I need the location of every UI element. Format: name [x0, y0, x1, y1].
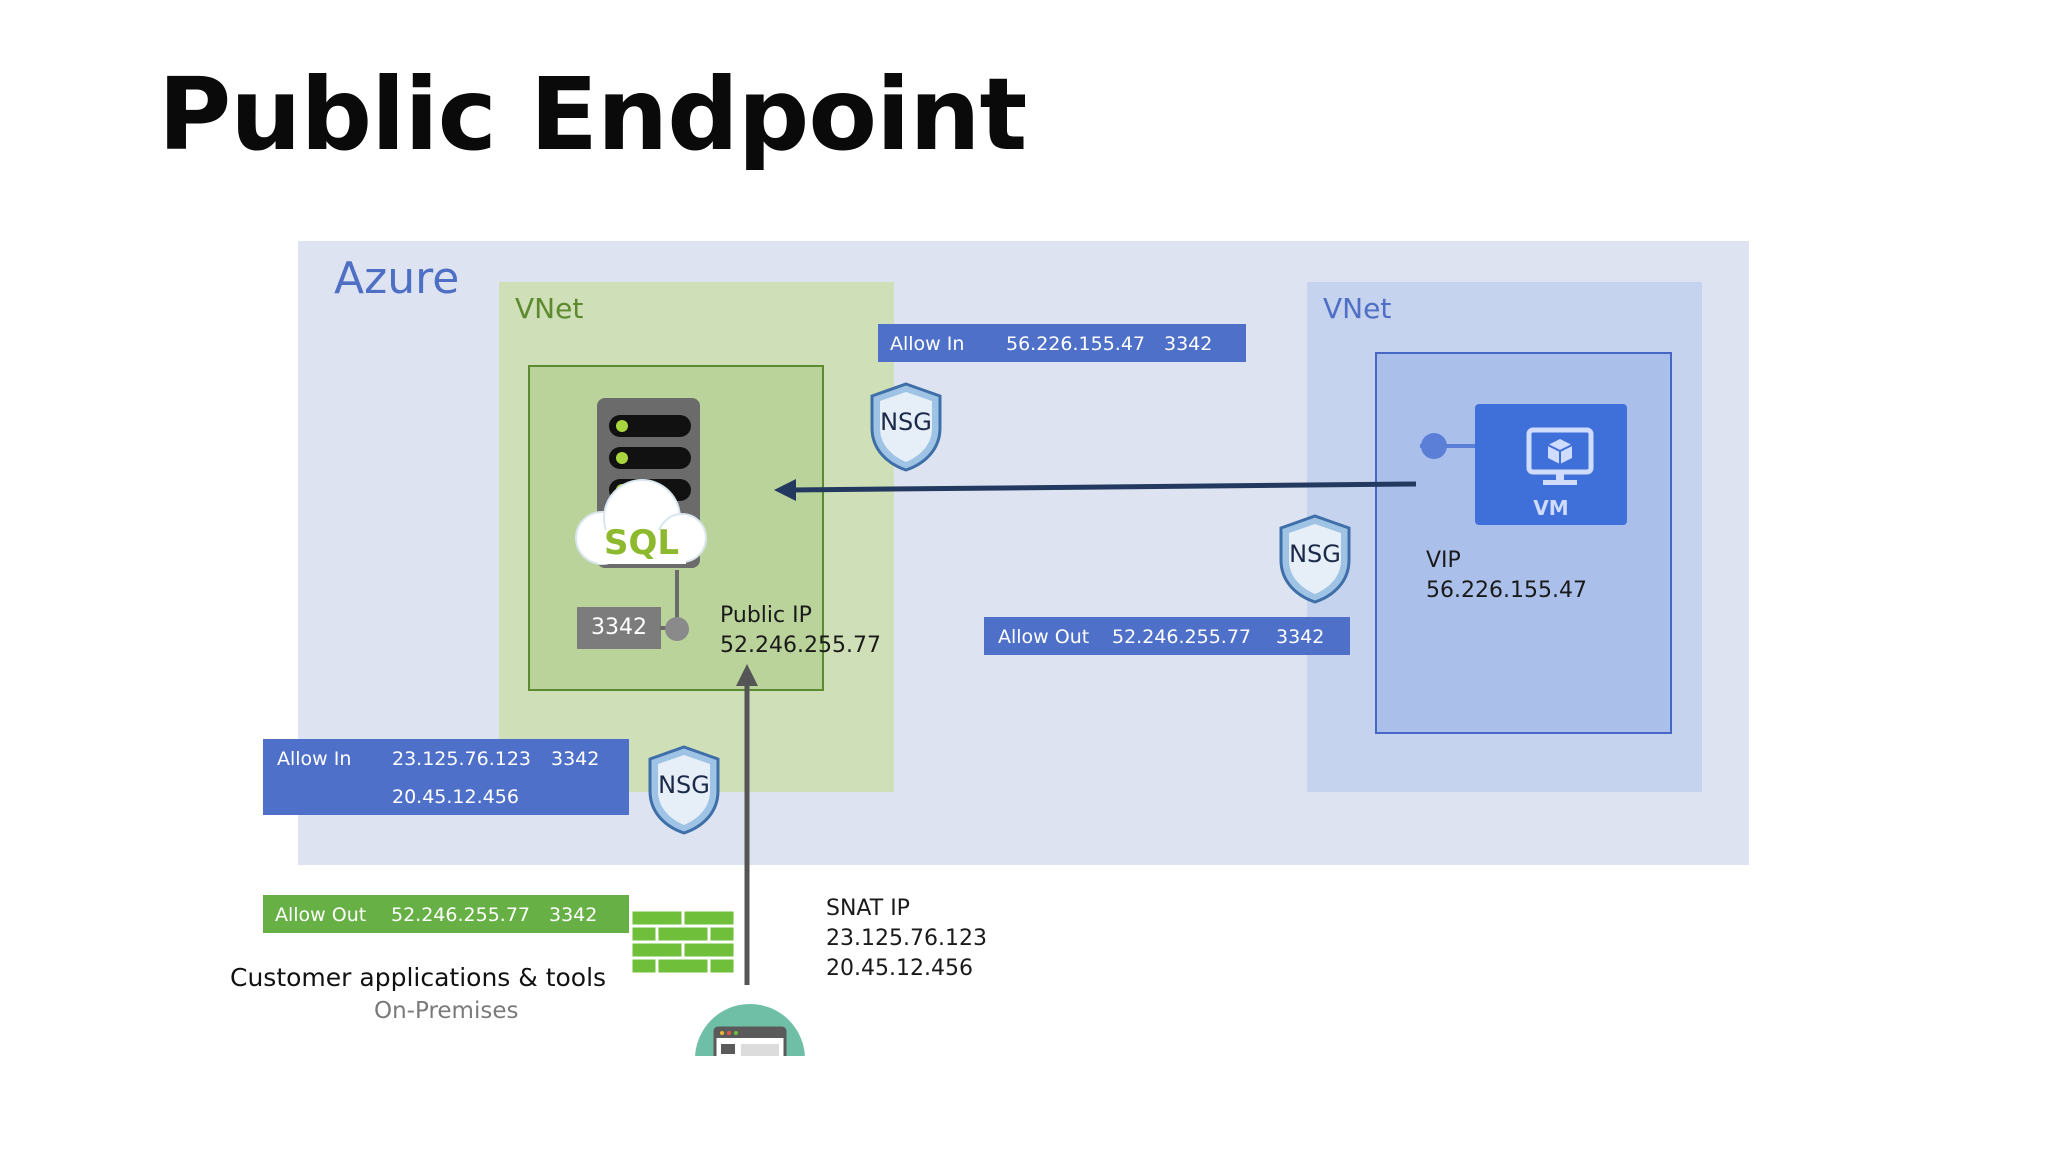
vnet-right-label: VNet: [1323, 292, 1392, 325]
rule-action: Allow Out: [998, 626, 1090, 648]
public-ip-label: Public IP: [720, 603, 812, 628]
rule-port: 3342: [551, 748, 600, 770]
nsg-label: NSG: [1289, 540, 1341, 568]
vm-label: VM: [1533, 496, 1569, 520]
sql-server-icon: [575, 398, 707, 568]
onprem-to-sql-arrowhead: [736, 664, 758, 686]
vip-label: VIP: [1426, 548, 1461, 573]
rule-ip: 52.246.255.77: [1112, 626, 1252, 648]
rule-action: Allow In: [890, 333, 965, 355]
nsg-label: NSG: [880, 408, 932, 436]
rule-port: 3342: [549, 904, 598, 926]
rule-ip: 52.246.255.77: [391, 904, 531, 926]
snat-ip-2: 20.45.12.456: [826, 956, 973, 981]
public-ip-value: 52.246.255.77: [720, 633, 881, 658]
page-title: Public Endpoint: [158, 56, 1027, 173]
snat-ip-1: 23.125.76.123: [826, 926, 987, 951]
rule-action: Allow Out: [275, 904, 367, 926]
nsg-shield-icon: [648, 745, 720, 835]
vm-connector-dot: [1421, 433, 1447, 459]
rule-ip: 20.45.12.456: [392, 786, 519, 808]
app-window-icon: [695, 1004, 805, 1056]
sql-port-box: 3342: [577, 607, 661, 649]
vnet-left-label: VNet: [515, 292, 584, 325]
rule-azure-allow-in: Allow In 23.125.76.123 3342 20.45.12.456: [263, 739, 629, 815]
nsg-shield-icon: [870, 382, 942, 472]
sql-text: SQL: [604, 523, 679, 562]
nsg-label-wrap: NSG: [870, 382, 942, 472]
rule-port: 3342: [1164, 333, 1213, 355]
monitor-icon: [1526, 427, 1594, 485]
vm-to-sql-arrowhead: [774, 479, 796, 501]
nsg-label-wrap: NSG: [1279, 514, 1351, 604]
rule-onprem-allow-out: Allow Out 52.246.255.77 3342: [263, 895, 629, 933]
rule-vm-allow-out: Allow Out 52.246.255.77 3342: [984, 617, 1350, 655]
app-icon-wrap: [695, 1004, 805, 1056]
snat-label: SNAT IP: [826, 896, 910, 921]
onprem-sublabel: On-Premises: [374, 998, 519, 1024]
nsg-label: NSG: [658, 771, 710, 799]
vm-box: [1475, 404, 1627, 525]
vip-value: 56.226.155.47: [1426, 578, 1587, 603]
port-connector: [660, 570, 689, 641]
rule-vnet-allow-in: Allow In 56.226.155.47 3342: [878, 324, 1246, 362]
rule-action: Allow In: [277, 748, 352, 770]
nsg-shield-icon: [1279, 514, 1351, 604]
svg-text:SQL: SQL: [604, 523, 679, 562]
rule-ip: 23.125.76.123: [392, 748, 532, 770]
azure-label: Azure: [334, 253, 460, 304]
firewall-icon: [631, 910, 735, 974]
rule-ip: 56.226.155.47: [1006, 333, 1146, 355]
vm-to-sql-arrow: [789, 481, 1417, 493]
nsg-label-wrap: NSG: [648, 745, 720, 835]
onprem-label: Customer applications & tools: [230, 963, 607, 992]
rule-port: 3342: [1276, 626, 1325, 648]
